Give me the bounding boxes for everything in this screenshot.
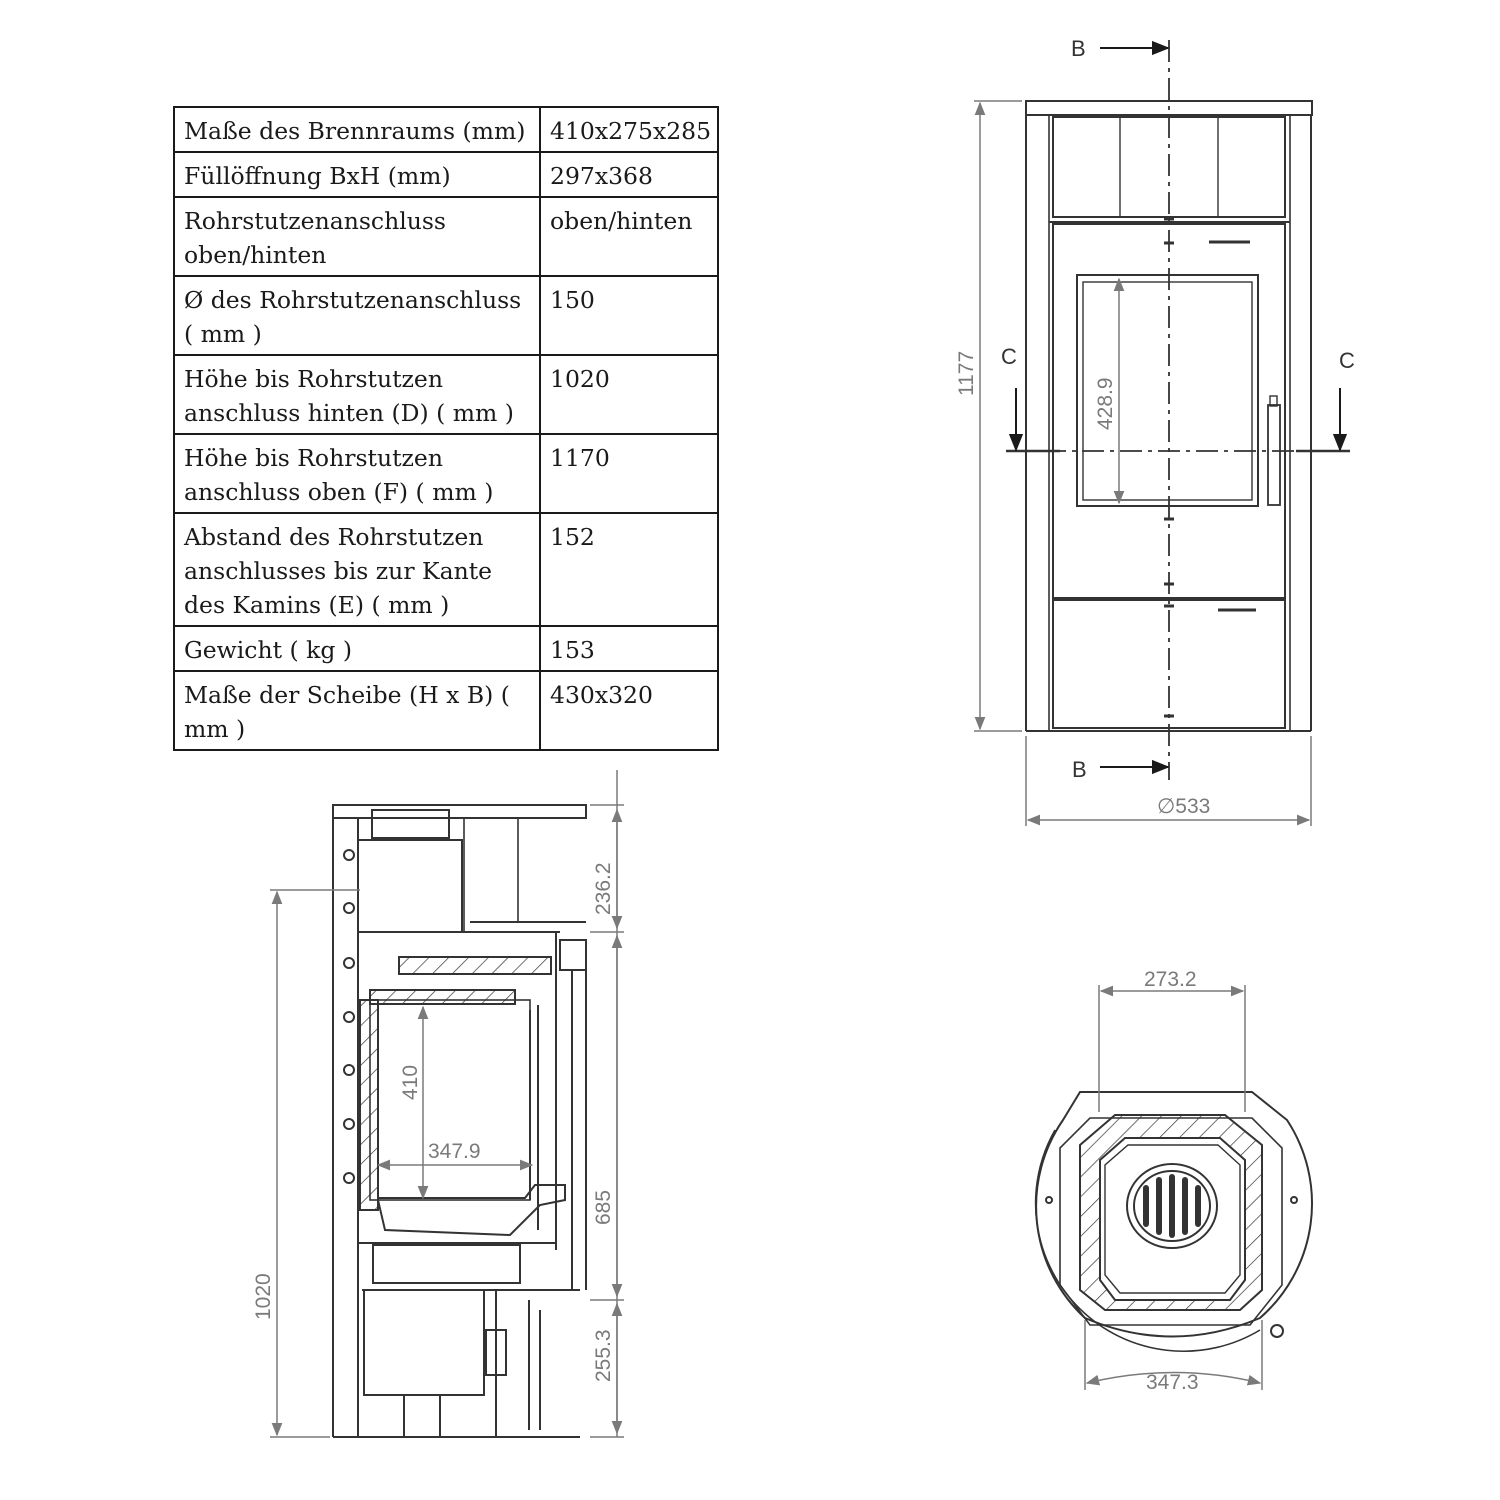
plan-dimensions [1084, 985, 1263, 1390]
spec-value: 150 [539, 275, 719, 356]
front-view [1006, 40, 1350, 780]
spec-value: 410x275x285 [539, 106, 719, 153]
spec-label: Gewicht ( kg ) [173, 625, 541, 672]
spec-value: 297x368 [539, 151, 719, 198]
plan-top-width-dim: 273.2 [1144, 968, 1197, 991]
spec-row: Ø des Rohrstutzenanschluss ( mm ) 150 [173, 275, 719, 356]
spec-value: 152 [539, 512, 719, 627]
spec-row: Gewicht ( kg ) 153 [173, 625, 719, 672]
side-mid-height-dim: 685 [592, 1190, 615, 1225]
section-label-b-bottom: B [1072, 757, 1087, 782]
glass-height-dim: 428.9 [1094, 377, 1117, 430]
spec-row: Maße des Brennraums (mm) 410x275x285 [173, 106, 719, 153]
spec-label: Maße des Brennraums (mm) [173, 106, 541, 153]
section-label-c-right: C [1339, 348, 1355, 373]
side-dimensions [270, 770, 624, 1438]
side-total-height-dim: 1020 [252, 1273, 275, 1320]
spec-label: Abstand des Rohrstutzen anschlusses bis … [173, 512, 541, 627]
front-dimensions [974, 100, 1312, 826]
side-section-view [332, 804, 587, 1438]
plan-view [1034, 1091, 1314, 1353]
spec-label: Rohrstutzenanschluss oben/hinten [173, 196, 541, 277]
spec-label: Höhe bis Rohrstutzen anschluss hinten (D… [173, 354, 541, 435]
spec-label: Ø des Rohrstutzenanschluss ( mm ) [173, 275, 541, 356]
chamber-width-dim: 347.9 [428, 1140, 481, 1163]
spec-value: 1170 [539, 433, 719, 514]
chamber-height-dim: 410 [399, 1065, 422, 1100]
spec-row: Rohrstutzenanschluss oben/hinten oben/hi… [173, 196, 719, 277]
spec-row: Höhe bis Rohrstutzen anschluss oben (F) … [173, 433, 719, 514]
spec-row: Abstand des Rohrstutzen anschlusses bis … [173, 512, 719, 627]
front-diameter-dim: ∅533 [1157, 795, 1210, 818]
section-label-b-top: B [1071, 36, 1086, 61]
spec-value: 153 [539, 625, 719, 672]
spec-value: 1020 [539, 354, 719, 435]
spec-label: Maße der Scheibe (H x B) ( mm ) [173, 670, 541, 751]
spec-value: oben/hinten [539, 196, 719, 277]
spec-row: Höhe bis Rohrstutzen anschluss hinten (D… [173, 354, 719, 435]
side-top-offset-dim: 236.2 [592, 862, 615, 915]
spec-value: 430x320 [539, 670, 719, 751]
spec-label: Füllöffnung BxH (mm) [173, 151, 541, 198]
spec-table: Maße des Brennraums (mm) 410x275x285 Fül… [173, 106, 719, 751]
plan-bottom-width-dim: 347.3 [1146, 1371, 1199, 1394]
side-base-height-dim: 255.3 [592, 1329, 615, 1382]
spec-label: Höhe bis Rohrstutzen anschluss oben (F) … [173, 433, 541, 514]
section-b-arrows [1008, 40, 1348, 775]
front-height-dim: 1177 [955, 351, 978, 396]
spec-row: Füllöffnung BxH (mm) 297x368 [173, 151, 719, 198]
section-label-c-left: C [1001, 344, 1017, 369]
spec-row: Maße der Scheibe (H x B) ( mm ) 430x320 [173, 670, 719, 751]
